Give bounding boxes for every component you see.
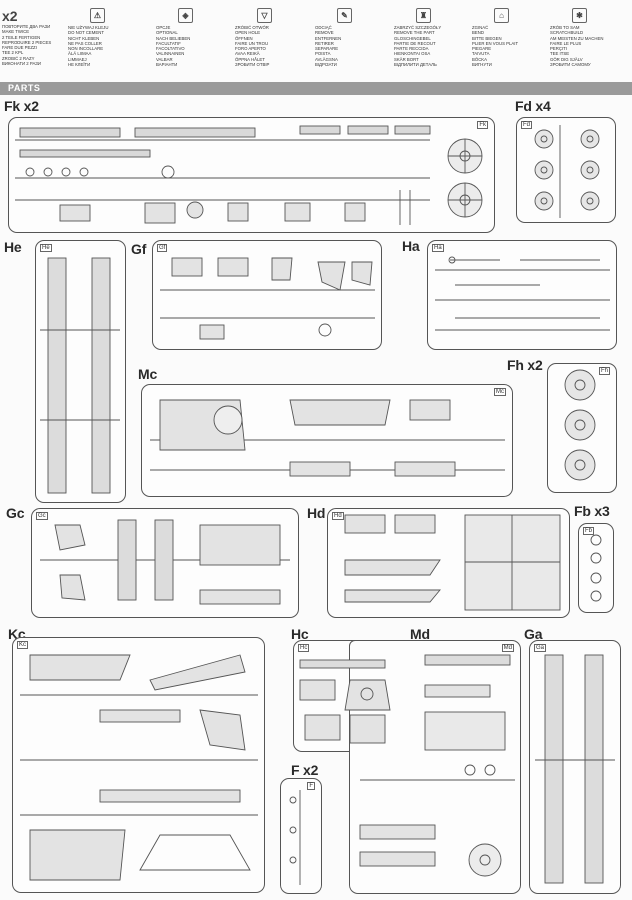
sprue-tag-ha: Ha [432,244,444,252]
sprue-label-mc: Mc [138,366,158,382]
sprue-tag-he: He [40,244,52,252]
sprue-tag-md: Md [501,644,514,652]
no-glue-icon: ⚠ [90,8,105,23]
sprue-label-hd: Hd [307,505,326,521]
sprue-label-ga: Ga [524,626,543,642]
legend-item-bend: ⌂ ZGINAĆ BEND BITTE BIEGEN PLIER EN VOUS… [472,8,542,67]
sprue-label-fk: Fk x2 [4,98,39,114]
sprue-f: F [280,778,322,894]
sprue-tag-fd: Fd [521,121,533,129]
sprue-label-gc: Gc [6,505,25,521]
legend-item-scratchbuild: ✱ ZRÓB TO SAM SCRATCHBUILD AM MEISTEN ZU… [550,8,620,67]
sprue-label-ha: Ha [402,238,420,254]
sprue-label-he: He [4,239,22,255]
sprue-tag-mc: Mc [494,388,506,396]
sprue-tag-gc: Gc [36,512,48,520]
sprue-tag-ga: Ga [534,644,547,652]
legend-item-no-cement: ⚠ NIE UŻYWAJ KLEJU DO NOT CEMENT NICHT K… [68,8,138,67]
legend-item-optional: ◈ OPCJE OPTIONAL NACH BELIEBEN FACULTATI… [156,8,226,67]
remove-part-icon: ♜ [416,8,431,23]
parts-header-bar: PARTS [0,82,632,95]
open-hole-icon: ▽ [257,8,272,23]
sprue-tag-hd: Hd [332,512,344,520]
sprue-tag-fh: Fh [598,367,610,375]
sprue-label-f: F x2 [291,762,319,778]
make-twice-icon: x2 [2,8,18,24]
remove-icon: ✎ [337,8,352,23]
sprue-label-fb: Fb x3 [574,503,610,519]
sprue-tag-hc: Hc [298,644,310,652]
sprue-label-hc: Hc [291,626,309,642]
sprue-tag-gf: Gf [157,244,168,252]
sprue-label-gf: Gf [131,241,147,257]
sprue-tag-fk: Fk [477,121,488,129]
legend-item-open-hole: ▽ ZRÓBIĆ OTWÓR OPEN HOLE ÖFFNEN FAIRE UN… [235,8,305,67]
sprue-fb: Fb [578,523,614,613]
sprue-ga: Ga [529,640,621,894]
sprue-tag-f: F [307,782,315,790]
legend-item-remove: ✎ ODCIĄĆ REMOVE ENTFERNEN RETIRER SEPARA… [315,8,385,67]
sprue-label-fd: Fd x4 [515,98,551,114]
parts-title: PARTS [8,83,41,93]
sprue-label-fh: Fh x2 [507,357,543,373]
instruction-legend: x2 ПОВТОРИТЕ ДВА РАЗИ MAKE TWICE 2 TEILE… [0,0,632,82]
legend-item-remove-part: ♜ ZABRZYĆ SZCZEGÓŁY REMOVE THE PART GLOS… [394,8,464,67]
sprue-ha: Ha [427,240,617,350]
sprue-tag-fb: Fb [583,527,595,535]
sprue-fd: Fd [516,117,616,223]
optional-icon: ◈ [178,8,193,23]
sprue-label-md: Md [410,626,430,642]
bend-icon: ⌂ [494,8,509,23]
legend-item-make-twice: x2 ПОВТОРИТЕ ДВА РАЗИ MAKE TWICE 2 TEILE… [2,8,72,66]
scratchbuild-icon: ✱ [572,8,587,23]
sprue-tag-kc: Kc [17,641,29,649]
